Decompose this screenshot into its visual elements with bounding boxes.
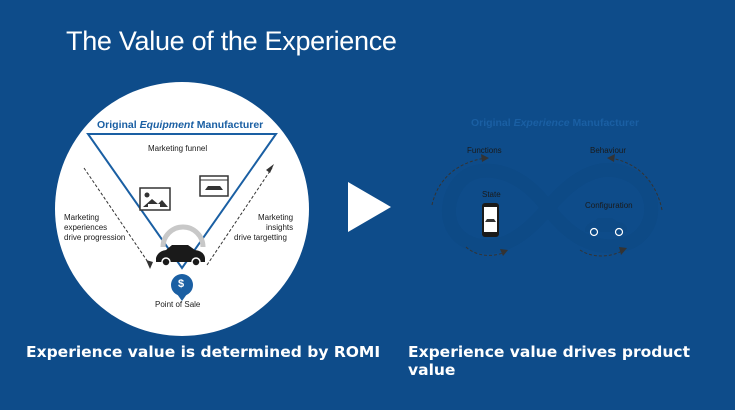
left-caption: Experience value is determined by ROMI <box>26 343 381 361</box>
left-header-emphasis: Equipment <box>139 119 194 131</box>
browser-card-icon <box>199 175 229 197</box>
car-icon-right <box>585 218 627 237</box>
dollar-pin-icon <box>171 274 193 301</box>
infinity-loop <box>441 162 659 254</box>
image-card-icon <box>139 187 171 211</box>
left-progress-arrowhead <box>146 260 153 269</box>
right-note-line2: insights <box>266 223 294 232</box>
behaviour-arc <box>609 157 663 211</box>
car-icon <box>156 245 205 267</box>
left-panel-header: Original Equipment Manufacturer <box>97 119 263 131</box>
left-note-line1: Marketing <box>64 213 100 222</box>
right-panel-header: Original Experience Manufacturer <box>471 117 639 129</box>
left-header-prefix: Original <box>97 119 140 131</box>
state-label: State <box>482 190 501 199</box>
right-note-line3: drive targetting <box>234 233 287 242</box>
right-targetting-arrow <box>206 167 273 266</box>
right-targetting-arrowhead <box>266 164 274 173</box>
left-header-suffix: Manufacturer <box>193 119 264 131</box>
gauge-arc <box>160 224 206 248</box>
right-caption: Experience value drives product value <box>408 343 691 379</box>
funnel-label: Marketing funnel <box>148 144 208 153</box>
right-header-suffix: Manufacturer <box>569 117 640 129</box>
right-note-line1: Marketing <box>258 213 294 222</box>
behaviour-label: Behaviour <box>590 146 627 155</box>
left-progress-arrow <box>83 167 151 266</box>
right-header-prefix: Original <box>471 117 514 129</box>
left-note-line2: experiences <box>64 223 108 232</box>
configuration-label: Configuration <box>585 201 633 210</box>
point-of-sale-label: Point of Sale <box>155 300 201 309</box>
dollar-symbol: $ <box>178 278 185 290</box>
right-header-emphasis: Experience <box>513 117 570 129</box>
slide-title: The Value of the Experience <box>66 26 397 56</box>
phone-icon <box>482 203 499 237</box>
play-triangle-icon <box>348 182 391 232</box>
left-note-line3: drive progression <box>64 233 126 242</box>
functions-label: Functions <box>467 146 502 155</box>
funnel-triangle <box>86 133 278 270</box>
state-arc <box>465 246 506 256</box>
functions-arc <box>431 157 487 206</box>
